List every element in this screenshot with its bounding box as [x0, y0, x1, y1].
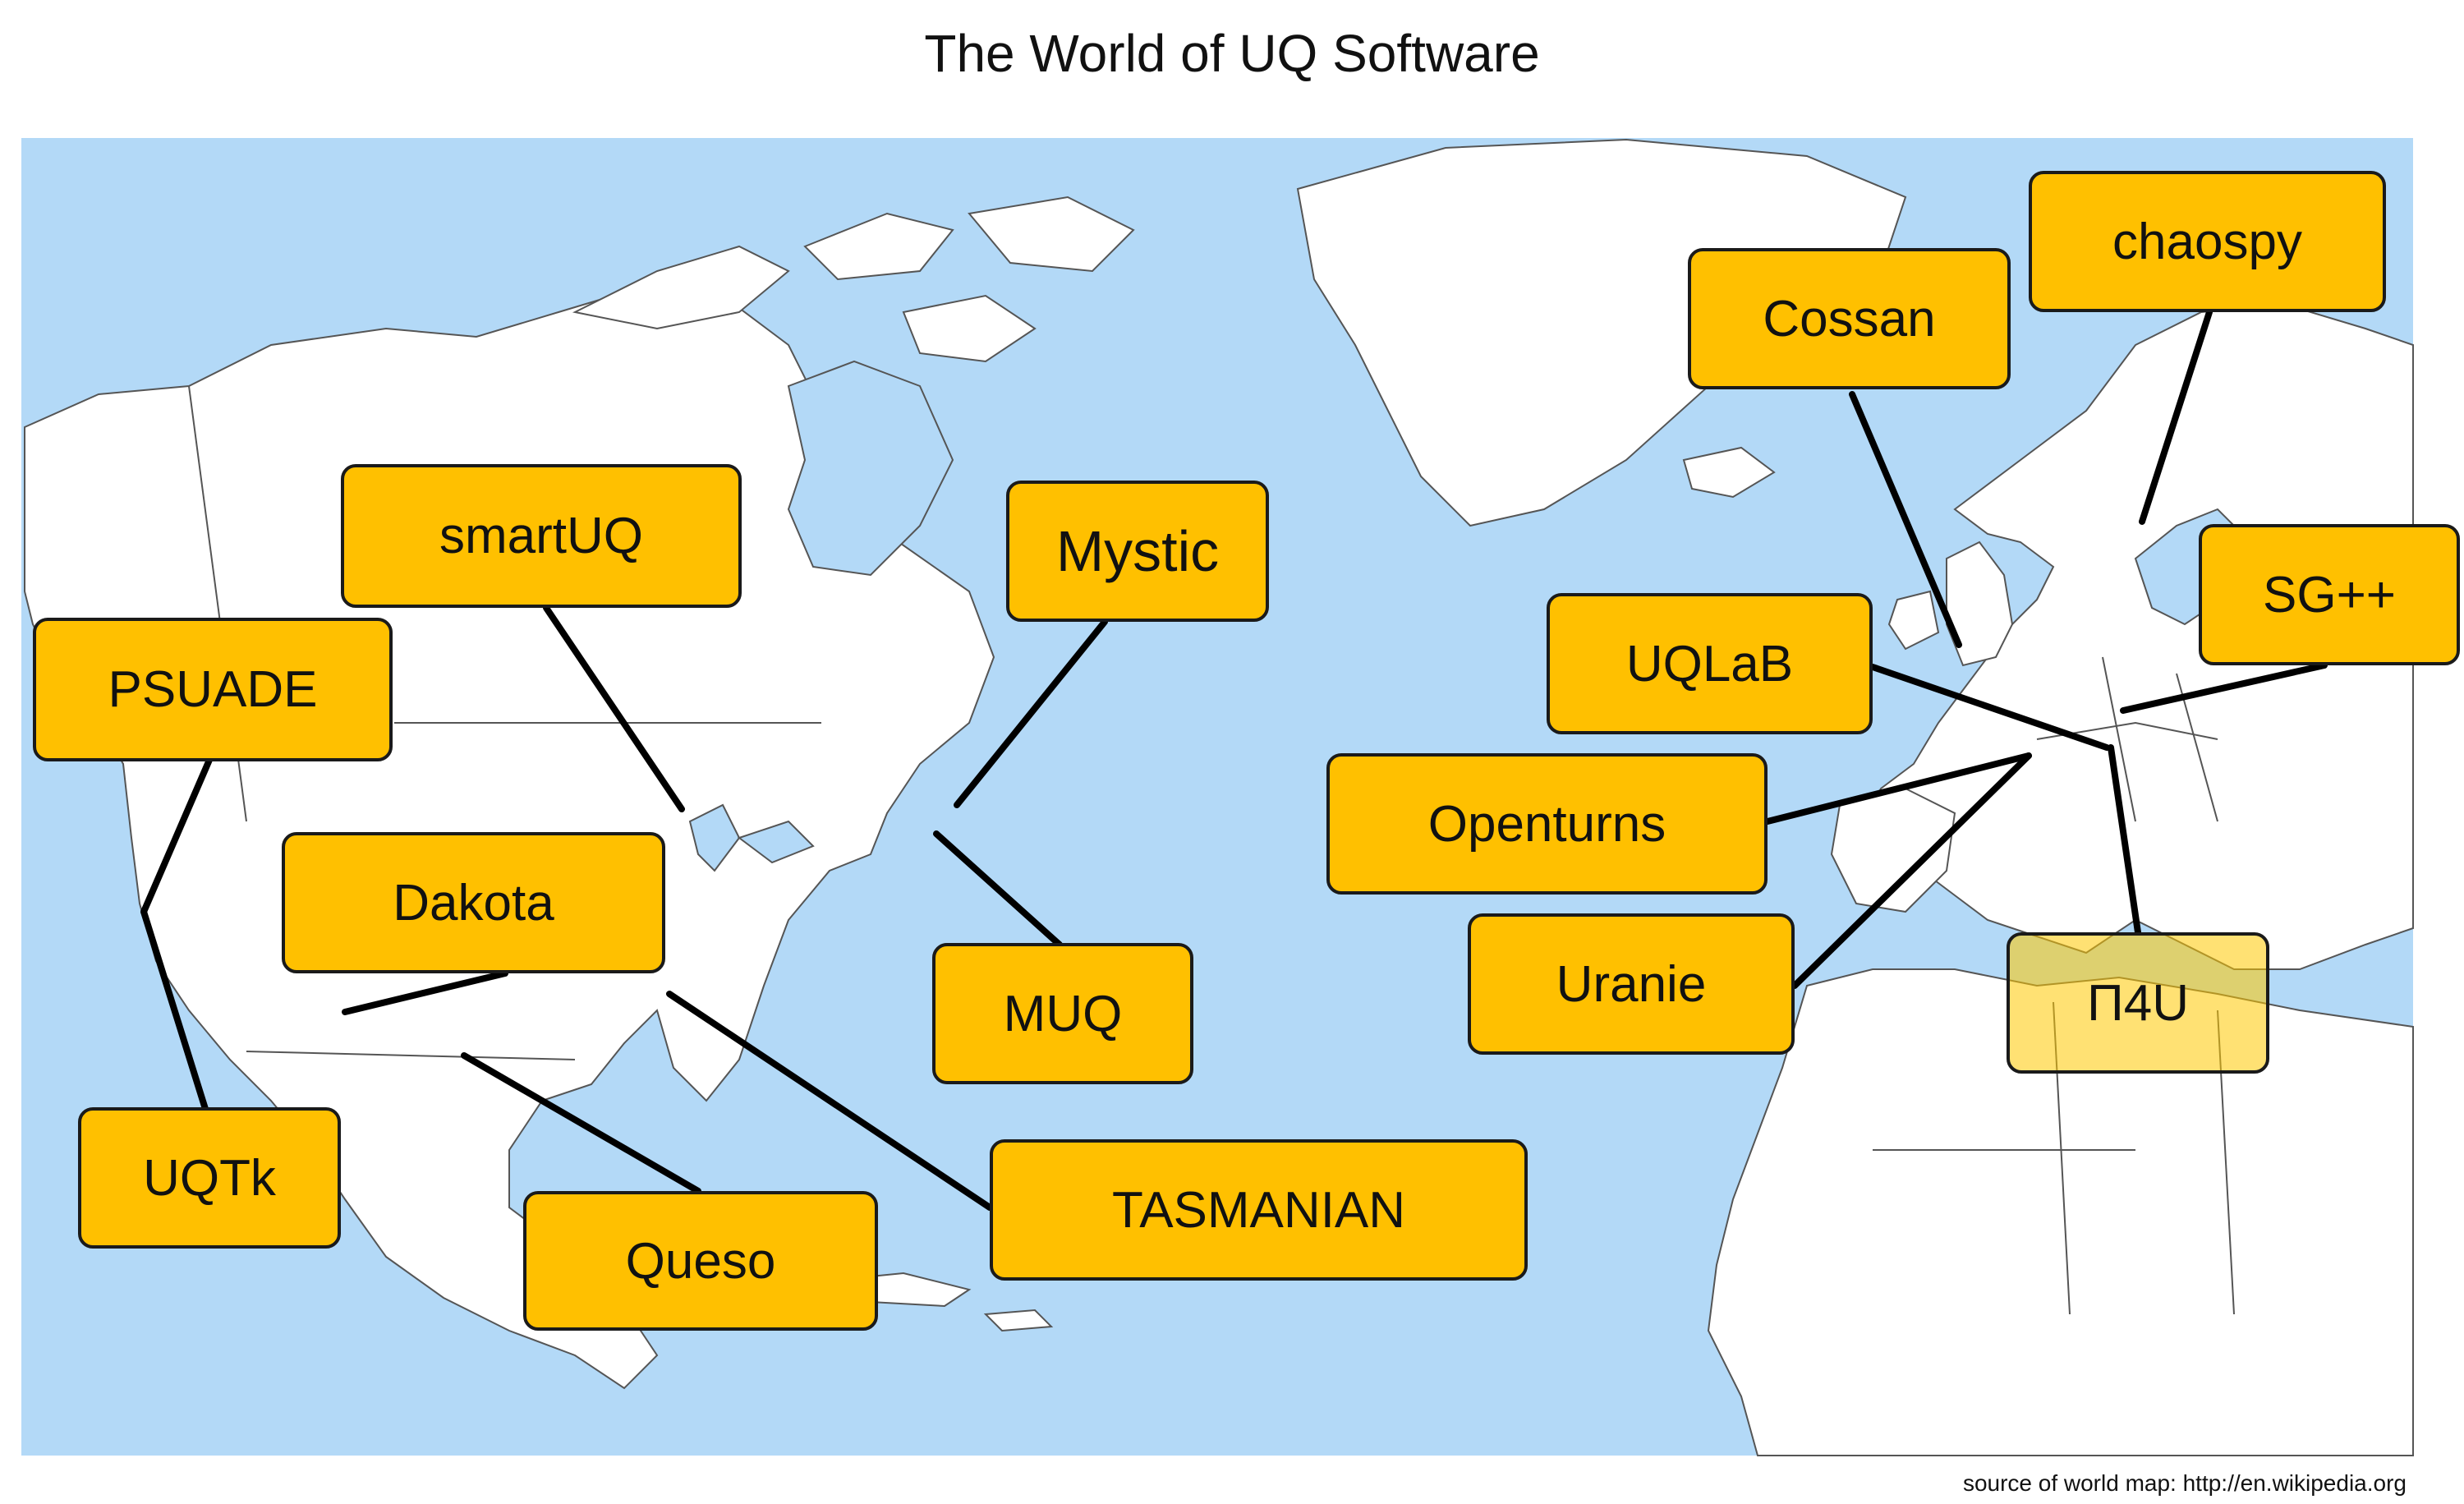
label-sgpp: SG++: [2199, 524, 2460, 665]
label-openturns: Openturns: [1326, 753, 1768, 895]
map-title: The World of UQ Software: [924, 24, 1540, 83]
connector-queso: [461, 1052, 701, 1194]
connector-openturns: [1764, 752, 2032, 825]
connector-psuade-upper: [140, 757, 213, 915]
label-psuade: PSUADE: [33, 618, 393, 761]
connector-chaospy: [2139, 309, 2213, 525]
connector-pi4u: [2108, 744, 2141, 936]
label-smartuq: smartUQ: [341, 464, 742, 608]
connector-uranie: [1791, 752, 2032, 989]
iceland: [1682, 446, 1776, 499]
label-mystic: Mystic: [1006, 481, 1269, 622]
ireland: [1887, 590, 1940, 651]
connector-sgpp: [2120, 662, 2328, 714]
label-uranie: Uranie: [1468, 913, 1795, 1055]
label-tasmanian: TASMANIAN: [990, 1139, 1528, 1281]
great-britain: [1946, 540, 2014, 667]
label-chaospy: chaospy: [2029, 171, 2386, 312]
arctic-islands: [572, 195, 1135, 363]
label-muq: MUQ: [932, 943, 1193, 1084]
greenland: [1296, 138, 1907, 527]
connector-lines: [140, 309, 2328, 1211]
label-uqlab: UQLaB: [1547, 593, 1873, 734]
connector-mystic: [954, 619, 1108, 808]
label-pi4u: Π4U: [2007, 932, 2269, 1074]
connector-psuade-lower: [140, 908, 209, 1112]
connector-tasmanian: [666, 991, 993, 1211]
connector-uqlab: [1869, 664, 2110, 751]
label-queso: Queso: [523, 1191, 878, 1331]
great-lakes: [688, 803, 815, 872]
hudson-bay: [787, 360, 954, 577]
map-source-credit: source of world map: http://en.wikipedia…: [1962, 1470, 2407, 1496]
label-dakota: Dakota: [282, 832, 665, 973]
connector-smartuq: [543, 605, 685, 812]
connector-muq: [933, 830, 1063, 948]
connector-cossan: [1849, 391, 1962, 648]
connector-dakota: [342, 970, 508, 1015]
iberia: [1830, 787, 1956, 913]
label-uqtk: UQTk: [78, 1107, 341, 1249]
label-cossan: Cossan: [1688, 248, 2011, 389]
